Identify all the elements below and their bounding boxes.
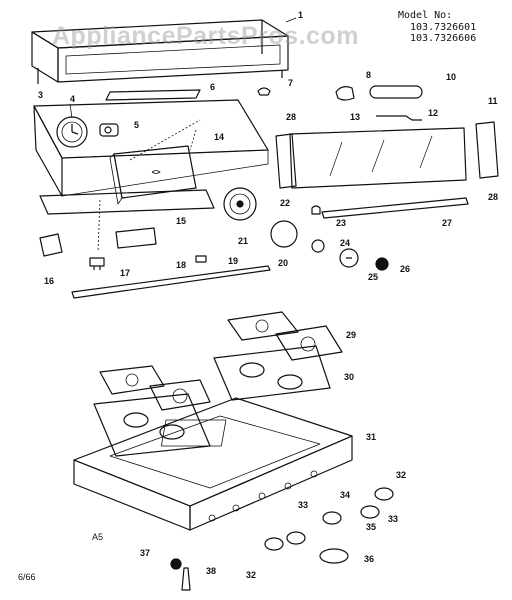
callout-5: 5 bbox=[134, 120, 139, 130]
callout-38: 38 bbox=[206, 566, 216, 576]
callout-21: 21 bbox=[238, 236, 248, 246]
part-18-block bbox=[115, 227, 157, 249]
part-11-end-cap bbox=[475, 121, 499, 179]
part-14-cover-plate bbox=[109, 145, 197, 205]
callout-28: 28 bbox=[488, 192, 498, 202]
part-29-grates-front bbox=[99, 365, 211, 411]
callout-4: 4 bbox=[70, 94, 75, 104]
part-3-control-panel bbox=[33, 99, 269, 197]
part-8-tube bbox=[335, 86, 355, 101]
part-23-clip bbox=[311, 205, 321, 215]
part-16-block bbox=[39, 233, 63, 257]
callout-32-left: 32 bbox=[246, 570, 256, 580]
part-32-knob-right bbox=[374, 487, 394, 501]
callout-20: 20 bbox=[278, 258, 288, 268]
callout-36: 36 bbox=[364, 554, 374, 564]
part-20-rod bbox=[71, 265, 271, 299]
part-7-clip bbox=[257, 87, 271, 96]
part-32-knob-left bbox=[264, 537, 284, 551]
callout-27: 27 bbox=[442, 218, 452, 228]
part-4-clock bbox=[56, 116, 88, 148]
callout-12: 12 bbox=[428, 108, 438, 118]
part-36-burner-cap bbox=[319, 548, 349, 564]
part-28-end-cap bbox=[275, 133, 297, 189]
part-17-clip bbox=[89, 257, 105, 270]
part-38-orifice bbox=[181, 567, 191, 591]
callout-3: 3 bbox=[38, 90, 43, 100]
callout-23: 23 bbox=[336, 218, 346, 228]
part-37-knob bbox=[170, 558, 182, 570]
part-26-knob bbox=[375, 257, 389, 271]
part-22-disk bbox=[223, 187, 257, 221]
callout-29: 29 bbox=[346, 330, 356, 340]
model-number-2: 103.7326606 bbox=[410, 33, 477, 44]
model-number-1: 103.7326601 bbox=[410, 22, 477, 33]
callout-16: 16 bbox=[44, 276, 54, 286]
part-21-dial bbox=[270, 220, 298, 248]
callout-37: 37 bbox=[140, 548, 150, 558]
leader-lines bbox=[69, 17, 297, 253]
callout-11: 11 bbox=[488, 96, 498, 106]
callout-24: 24 bbox=[340, 238, 350, 248]
callout-30: 30 bbox=[344, 372, 354, 382]
callout-35: 35 bbox=[366, 522, 376, 532]
callout-31: 31 bbox=[366, 432, 376, 442]
part-10-bulb bbox=[369, 85, 423, 99]
callout-18: 18 bbox=[176, 260, 186, 270]
callout-8: 8 bbox=[366, 70, 371, 80]
model-label: Model No: bbox=[398, 10, 453, 21]
part-13-glass-panel bbox=[289, 127, 467, 189]
part-34-knob bbox=[322, 511, 342, 525]
callout-28-top: 28 bbox=[286, 112, 296, 122]
callout-22: 22 bbox=[280, 198, 290, 208]
part-30-burner-pan-rear bbox=[213, 345, 331, 401]
part-27-bar bbox=[321, 197, 469, 219]
part-12-bracket bbox=[376, 115, 422, 121]
part-33-knob-left bbox=[286, 531, 306, 545]
part-callouts: 1 3 4 5 6 7 8 10 11 12 13 14 15 16 17 18… bbox=[38, 10, 498, 580]
callout-26: 26 bbox=[400, 264, 410, 274]
callout-19: 19 bbox=[228, 256, 238, 266]
section-code: A5 bbox=[92, 532, 104, 542]
callout-25: 25 bbox=[368, 272, 378, 282]
callout-32-right: 32 bbox=[396, 470, 406, 480]
part-24-knob bbox=[311, 239, 325, 253]
date-code: 6/66 bbox=[18, 572, 36, 582]
part-29-grates-rear bbox=[227, 311, 343, 361]
callout-33-right: 33 bbox=[388, 514, 398, 524]
callout-15: 15 bbox=[176, 216, 186, 226]
callout-13: 13 bbox=[350, 112, 360, 122]
part-30-burner-pan-front bbox=[93, 393, 211, 457]
callout-10: 10 bbox=[446, 72, 456, 82]
callout-33-left: 33 bbox=[298, 500, 308, 510]
part-19-clip bbox=[195, 255, 207, 263]
part-15-rail bbox=[39, 189, 215, 215]
callout-14: 14 bbox=[214, 132, 224, 142]
part-33-knob-right bbox=[360, 505, 380, 519]
part-6-strip bbox=[105, 89, 201, 101]
callout-1: 1 bbox=[298, 10, 303, 20]
callout-6: 6 bbox=[210, 82, 215, 92]
part-31-main-top bbox=[73, 397, 353, 531]
callout-17: 17 bbox=[120, 268, 130, 278]
part-25-knob bbox=[339, 248, 359, 268]
part-1-top-trim bbox=[31, 19, 289, 84]
watermark: AppliancePartsPros.com bbox=[52, 22, 359, 50]
part-5-switch bbox=[99, 123, 119, 137]
callout-7: 7 bbox=[288, 78, 293, 88]
callout-34: 34 bbox=[340, 490, 350, 500]
